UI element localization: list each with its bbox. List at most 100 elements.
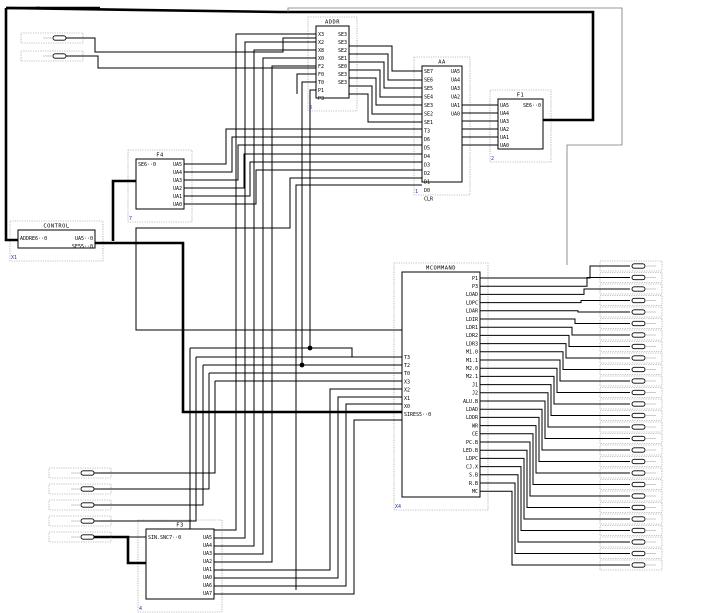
pin-label: UA1 [203, 567, 212, 573]
output-connector[interactable] [599, 467, 663, 479]
input-connector[interactable] [20, 50, 84, 62]
output-connector[interactable] [599, 352, 663, 364]
pin-label: SE6··0 [138, 162, 156, 168]
block-aa[interactable]: AA1SE7SE6SE5SE4SE3SE2SE1T3D6D5D4D3D2D1D0… [415, 60, 463, 203]
pin-label: R.B [469, 481, 478, 487]
pin-label: SE3 [424, 103, 433, 109]
pin-label: X2 [318, 40, 324, 46]
output-connector[interactable] [599, 536, 663, 548]
pin-label: SE3 [338, 80, 347, 86]
pin-label: P3 [472, 284, 478, 290]
pin-label: ADDRE6··0 [20, 236, 47, 242]
block-ref: 3 [309, 105, 312, 111]
pin-label: SE7 [424, 69, 433, 75]
block-f4-body [135, 158, 185, 210]
output-connector[interactable] [599, 513, 663, 525]
output-connector[interactable] [599, 260, 663, 272]
input-connector[interactable] [48, 499, 112, 511]
pin-label: S.B [469, 473, 478, 479]
pin-label: SE3 [338, 40, 347, 46]
pin-label: D1 [424, 179, 430, 185]
output-connector[interactable] [599, 295, 663, 306]
input-connector[interactable] [48, 483, 112, 495]
pin-label: P3 [318, 96, 324, 102]
pin-label: SE1 [424, 120, 433, 126]
output-connector[interactable] [599, 329, 663, 341]
block-title: MCOMMAND [426, 266, 456, 272]
output-connector[interactable] [599, 559, 663, 571]
input-connector[interactable] [48, 531, 112, 543]
pin-label: LOAD [466, 292, 478, 298]
pin-label: D3 [424, 162, 430, 168]
bus-left-loop [4, 8, 18, 242]
pin-label: SIN.SNC7··0 [148, 535, 181, 541]
pin-label: SE3 [338, 32, 347, 38]
pin-label: SIRES5··0 [404, 412, 431, 418]
pin-label: CJ.X [466, 464, 478, 470]
pin-label: UA4 [173, 170, 182, 176]
pin-label: T0 [318, 80, 324, 86]
output-connector[interactable] [599, 444, 663, 456]
output-connector[interactable] [599, 283, 663, 295]
output-connector[interactable] [599, 433, 663, 444]
block-ref: X1 [11, 255, 17, 261]
pin-label: J1 [472, 382, 478, 388]
pin-label: UA2 [173, 186, 182, 192]
output-connector[interactable] [599, 387, 663, 398]
pin-label: MC [472, 489, 478, 495]
output-connector[interactable] [599, 375, 663, 387]
pin-label: UA0 [203, 575, 212, 581]
pin-label: WR [472, 423, 479, 429]
bus-control-mcommand [95, 241, 402, 414]
pin-label: D5 [424, 145, 430, 151]
block-addr-body [315, 25, 350, 99]
pin-label: T2 [404, 363, 410, 369]
pin-label: UA4 [451, 77, 460, 83]
block-mcommand[interactable]: MCOMMANDX4T3T2T0X3X2X1X0SIRES5··0P1P3LOA… [395, 266, 481, 511]
pin-label: LED.B [463, 448, 478, 454]
output-connector[interactable] [599, 306, 663, 318]
pin-label: LDAR [466, 309, 479, 315]
output-connector[interactable] [599, 421, 663, 433]
output-connector[interactable] [599, 456, 663, 467]
block-addr[interactable]: ADDR3X3X2X8X0F2F0T0P1P3SE3SE3SE2SE1SE0SE… [309, 20, 350, 112]
pin-label: UA3 [173, 178, 182, 184]
block-ref: 2 [491, 156, 494, 162]
output-connector[interactable] [599, 502, 663, 513]
bus-control-f4 [111, 179, 136, 241]
output-connector[interactable] [599, 318, 663, 329]
output-connector[interactable] [599, 548, 663, 559]
block-control-body [17, 229, 96, 249]
pin-label: SE6 [424, 77, 433, 83]
pin-label: SE55··0 [72, 244, 93, 250]
pin-label: UA5 [173, 162, 182, 168]
pin-label: SE3 [338, 72, 347, 78]
pin-label: M2.1 [466, 374, 478, 380]
output-connector[interactable] [599, 398, 663, 410]
pin-label: X0 [318, 56, 324, 62]
pin-label: SE2 [424, 111, 433, 117]
bus-top-main [5, 6, 281, 14]
input-connector[interactable] [48, 515, 112, 527]
output-connector[interactable] [599, 525, 663, 536]
input-connector[interactable] [20, 32, 84, 44]
pin-label: T0 [404, 371, 410, 377]
pin-label: M2.0 [466, 366, 478, 372]
output-connector[interactable] [599, 364, 663, 375]
output-connector[interactable] [599, 479, 663, 490]
pin-label: SE5 [424, 86, 433, 92]
pin-label: SE6··0 [523, 103, 541, 109]
output-connector[interactable] [599, 341, 663, 352]
pin-label: UA0 [451, 111, 460, 117]
pin-label: UA4 [203, 543, 212, 549]
output-connector[interactable] [599, 490, 663, 502]
output-connector[interactable] [599, 410, 663, 421]
output-connector[interactable] [599, 272, 663, 283]
pin-label: UA0 [500, 143, 509, 149]
pin-label: X3 [318, 32, 324, 38]
input-connector[interactable] [48, 467, 112, 479]
